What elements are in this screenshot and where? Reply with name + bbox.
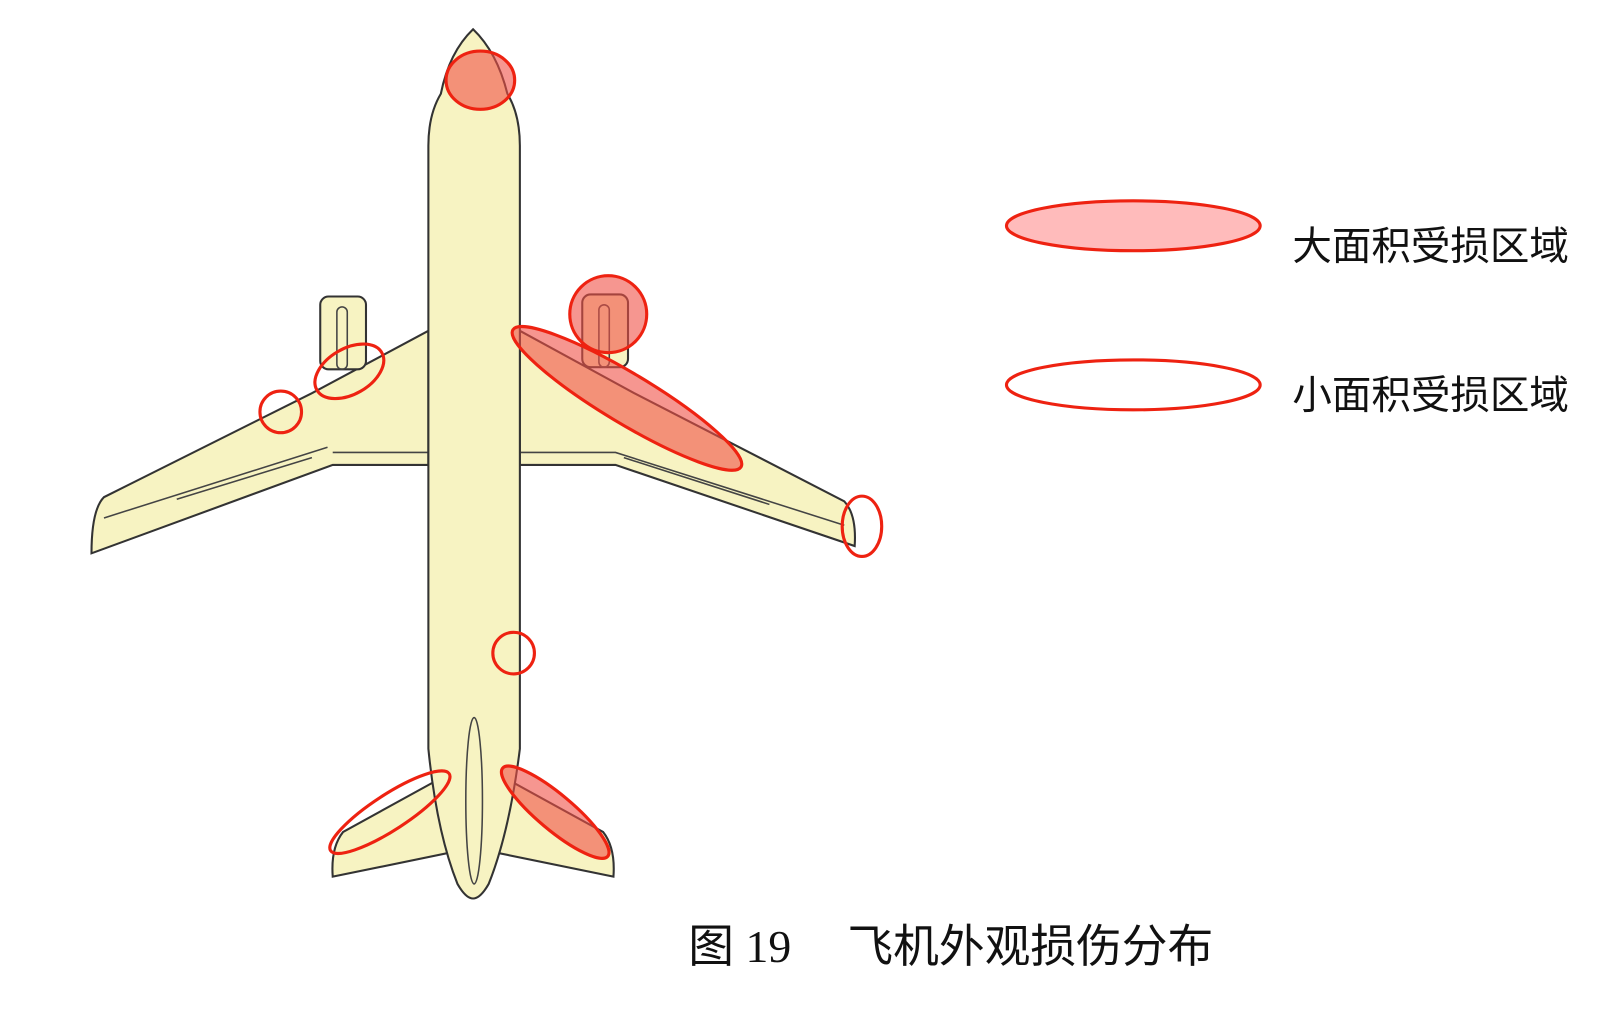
damage-left-pylon bbox=[313, 342, 386, 401]
fuselage bbox=[427, 27, 521, 900]
damage-left-wing bbox=[258, 389, 304, 435]
caption-title: 飞机外观损伤分布 bbox=[847, 921, 1213, 972]
legend-large-label: 大面积受损区域 bbox=[1292, 224, 1569, 270]
damage-markers bbox=[258, 49, 884, 860]
damage-nose bbox=[444, 49, 517, 111]
damage-right-stabilizer bbox=[499, 764, 611, 860]
damage-right-wingtip bbox=[840, 494, 884, 558]
legend-small-swatch bbox=[1004, 358, 1262, 412]
figure-caption: 图 19 飞机外观损伤分布 bbox=[688, 921, 1213, 972]
damage-right-wing bbox=[510, 325, 744, 472]
legend: 大面积受损区域 小面积受损区域 bbox=[1004, 199, 1569, 419]
left-wing bbox=[90, 329, 430, 555]
caption-number: 图 19 bbox=[688, 921, 791, 972]
damage-left-stabilizer bbox=[328, 769, 452, 856]
legend-large-swatch bbox=[1004, 199, 1262, 253]
damage-rear-fuselage bbox=[491, 630, 536, 676]
damage-right-engine bbox=[568, 274, 649, 355]
legend-small-label: 小面积受损区域 bbox=[1292, 373, 1569, 419]
